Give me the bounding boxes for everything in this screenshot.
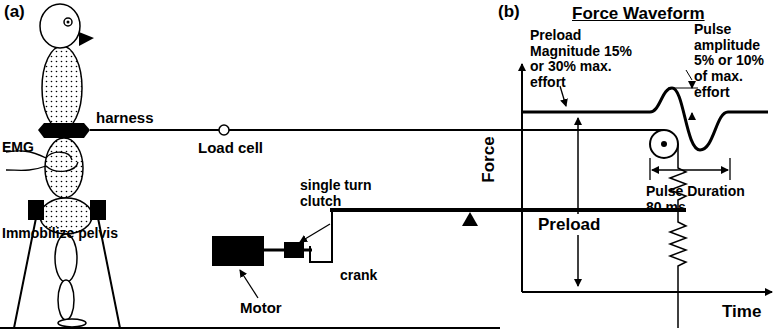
panel-title: Force Waveform	[572, 4, 705, 23]
part-label: Preload	[536, 214, 602, 235]
part-label: Motor	[240, 300, 282, 317]
axis-label: Time	[722, 302, 761, 321]
part-label: (b)	[498, 2, 520, 21]
part-label: single turn clutch	[300, 178, 390, 209]
part-label: Pulse Duration 80 ms	[646, 184, 746, 215]
part-label: Preload Magnitude 15% or 30% max. effort	[530, 28, 648, 91]
part-label: Load cell	[198, 140, 263, 157]
part-label: harness	[96, 110, 154, 127]
part-label: Pulse amplitude 5% or 10% of max. effort	[694, 22, 776, 100]
axis-label: Force	[478, 137, 497, 183]
part-label: Immobilize pelvis	[2, 226, 118, 242]
part-label: crank	[340, 268, 377, 284]
part-label: (a)	[4, 2, 25, 21]
signal-label: EMG	[2, 140, 34, 156]
